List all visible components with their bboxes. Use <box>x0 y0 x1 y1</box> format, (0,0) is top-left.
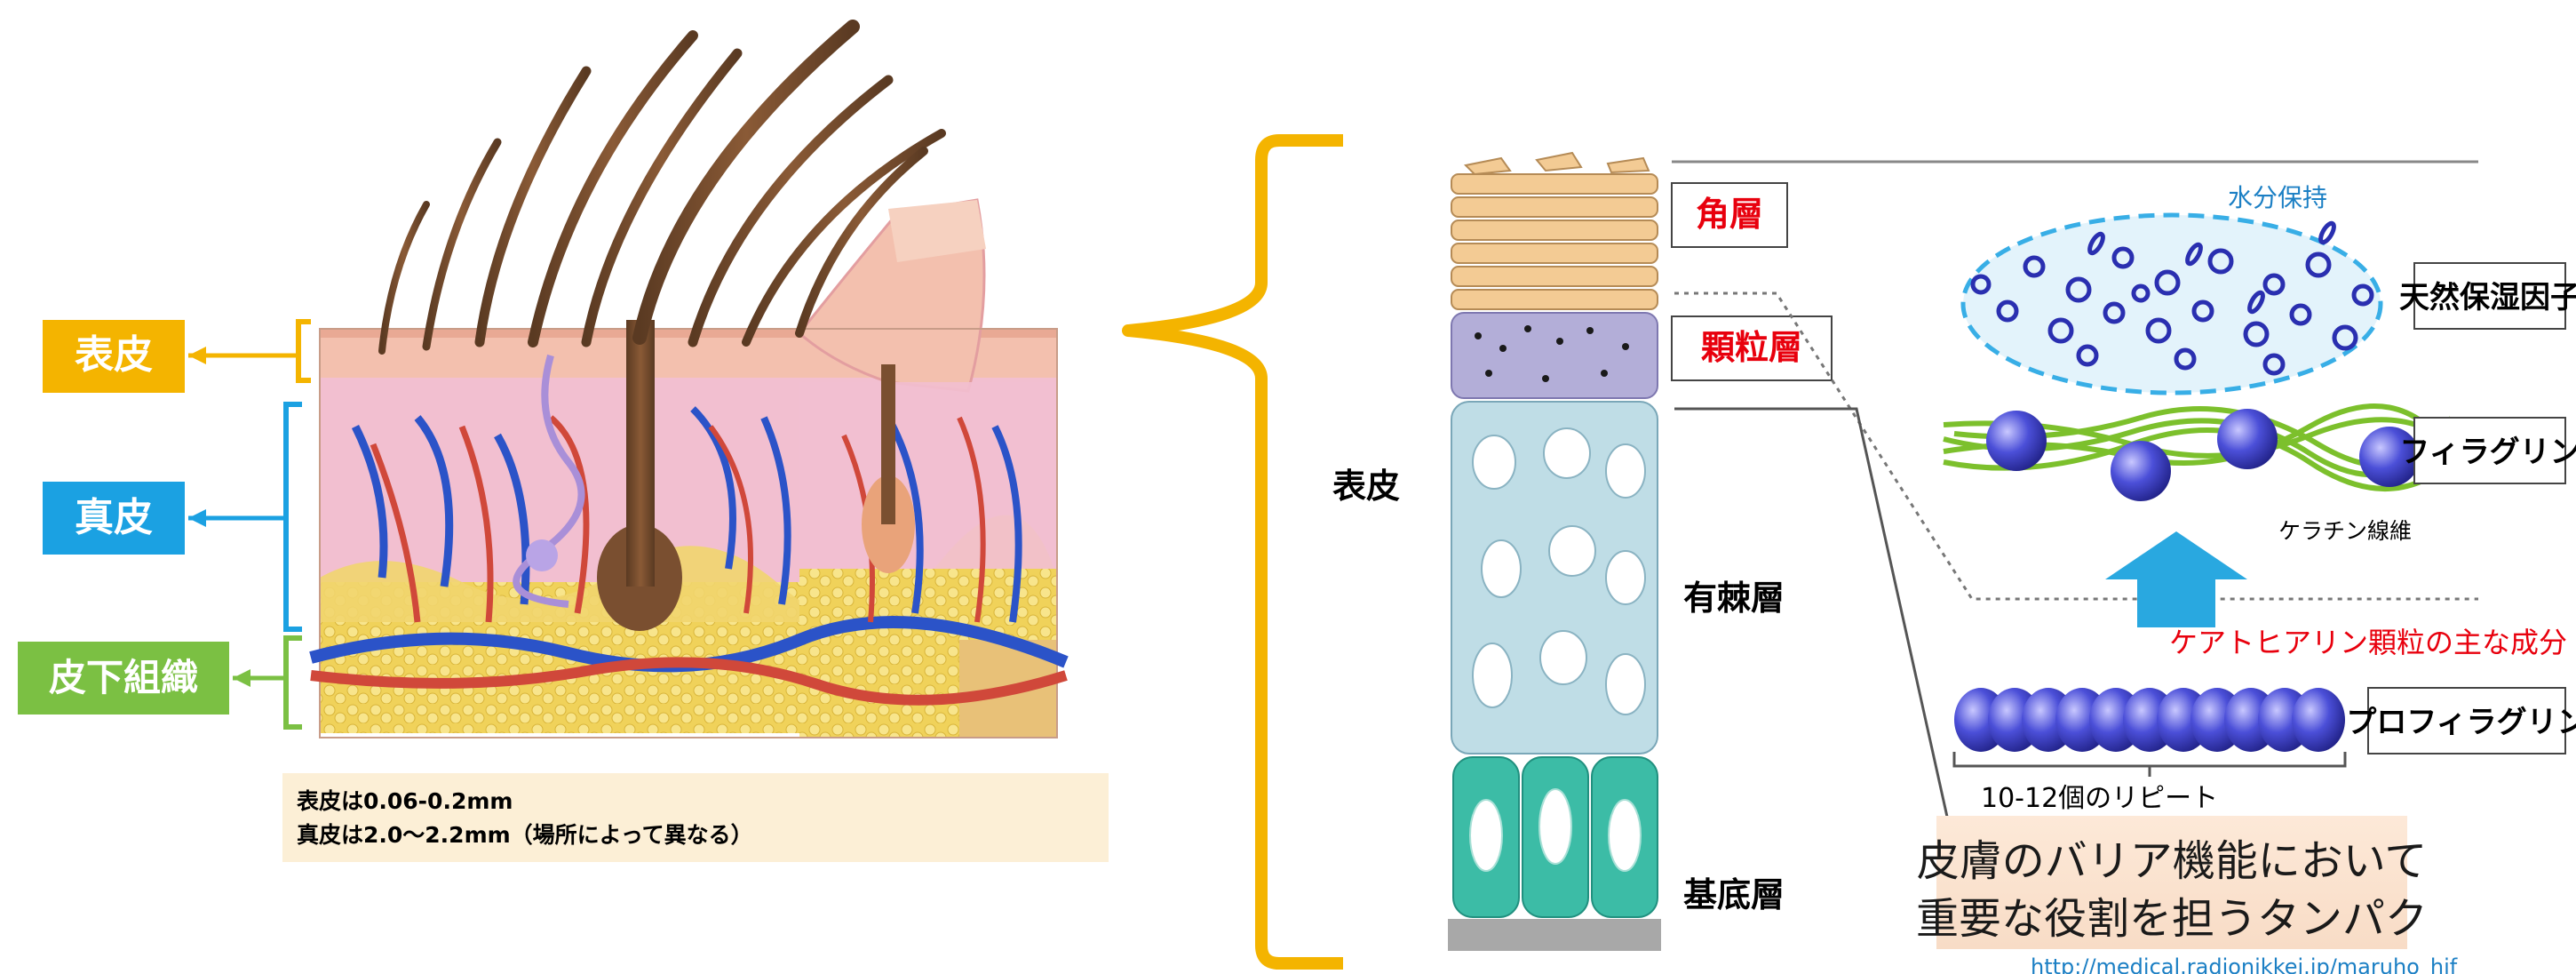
summary-line2: 重要な役割を担うタンパク <box>1916 894 2428 944</box>
layer-label-corneum: 角層 <box>1696 195 1763 234</box>
keratohyalin-caption: ケアトヒアリン顆粒の主な成分 <box>2169 626 2567 659</box>
thickness-note-line2: 真皮は2.0〜2.2mm（場所によって異なる） <box>297 822 753 848</box>
epidermis-cell-column <box>1448 153 1661 951</box>
epidermis-label-right: 表皮 <box>1332 467 1400 506</box>
basement-membrane <box>1448 919 1661 951</box>
stratum-corneum-cells <box>1451 153 1658 309</box>
stratum-granulosum-cells <box>1451 313 1658 398</box>
spinosum-connector <box>1674 409 1963 889</box>
epidermis-brace <box>1128 140 1343 963</box>
nmf-ellipse <box>1963 215 2381 393</box>
label-subcutaneous: 皮下組織 <box>49 656 198 699</box>
label-dermis: 真皮 <box>75 495 153 540</box>
label-epidermis: 表皮 <box>75 332 153 378</box>
repeat-count-label: 10-12個のリピート <box>1981 783 2218 814</box>
repeat-bracket <box>1954 752 2345 777</box>
layer-label-basale: 基底層 <box>1683 875 1785 914</box>
label-subcutaneous-group: 皮下組織 <box>18 638 302 727</box>
thickness-note-line1: 表皮は0.06-0.2mm <box>297 788 513 814</box>
thickness-note-box <box>282 773 1109 862</box>
conversion-up-arrow <box>2105 531 2247 627</box>
water-retention-label: 水分保持 <box>2228 183 2327 212</box>
label-epidermis-group: 表皮 <box>43 320 311 393</box>
layer-label-spinosum: 有棘層 <box>1683 579 1785 618</box>
profilaggrin-spheres <box>1954 688 2345 752</box>
source-url: http://medical.radionikkei.jp/maruho_hif <box>2031 954 2458 974</box>
filaggrin-label: フィラグリン <box>2399 435 2576 470</box>
profilaggrin-label: プロフィラグリン <box>2346 705 2576 740</box>
summary-line1: 皮膚のバリア機能において <box>1917 836 2428 886</box>
keratin-fiber-label: ケラチン線維 <box>2278 518 2412 544</box>
layer-label-granulosum: 顆粒層 <box>1701 328 1802 367</box>
skin-block-illustration <box>311 27 1066 738</box>
label-dermis-group: 真皮 <box>43 404 302 629</box>
nmf-label: 天然保湿因子 <box>2399 280 2576 315</box>
